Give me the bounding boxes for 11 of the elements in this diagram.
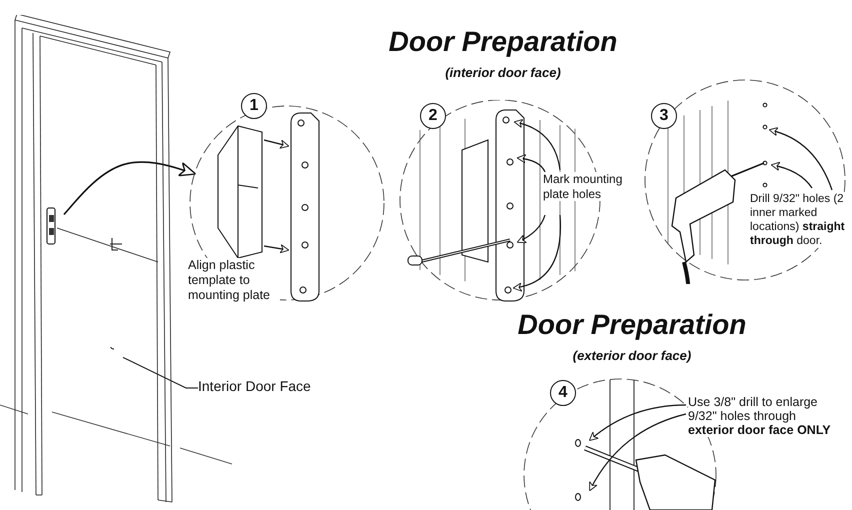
heading: Door Preparation xyxy=(518,309,746,341)
step-number: 2 xyxy=(420,103,446,129)
step-number: 4 xyxy=(550,380,576,406)
subheading: (interior door face) xyxy=(445,65,561,80)
leader-line xyxy=(122,356,198,388)
step-number: 1 xyxy=(241,93,267,119)
curved-arrow xyxy=(63,161,196,215)
step-number: 3 xyxy=(651,103,677,129)
instruction-text: Align plastic template to mounting plate xyxy=(188,258,280,303)
heading: Door Preparation xyxy=(388,26,618,58)
subheading: (exterior door face) xyxy=(572,348,692,363)
